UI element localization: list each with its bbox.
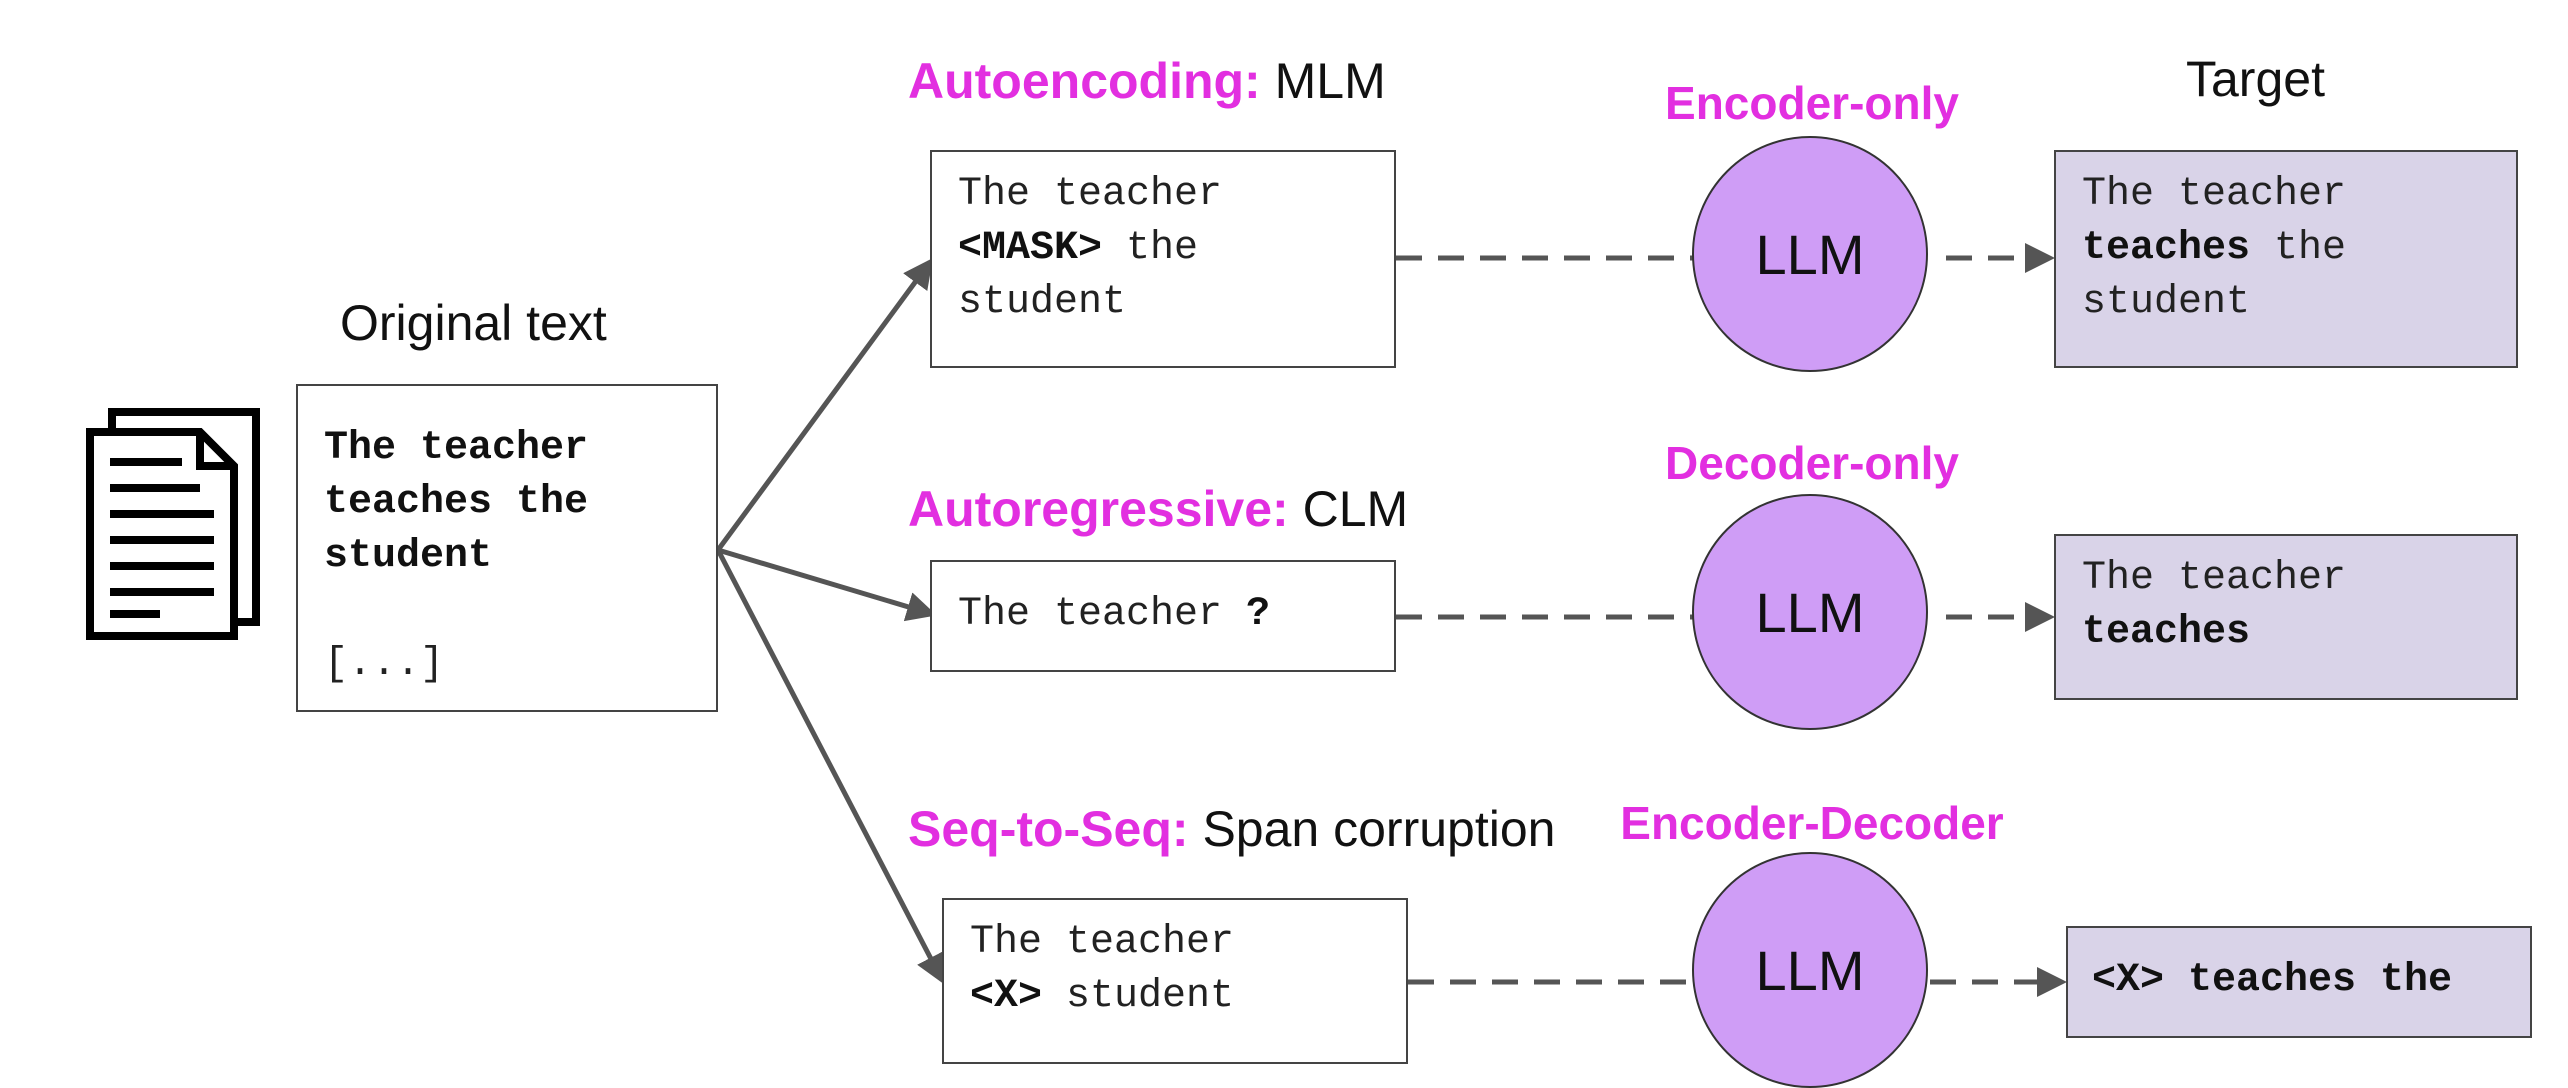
llm-node-2: LLM	[1692, 494, 1928, 730]
input-3-pre: The teacher	[970, 920, 1235, 965]
target-box-1: The teacher teaches the student	[2054, 150, 2518, 368]
task-name-2: CLM	[1302, 481, 1409, 537]
input-2-pre: The teacher	[958, 592, 1247, 637]
objective-heading-3: Seq-to-Seq: Span corruption	[908, 804, 1555, 854]
target-2-bold: teaches	[2082, 610, 2251, 655]
original-line-1: The teacher	[324, 426, 589, 471]
task-name-3: Span corruption	[1202, 801, 1556, 857]
input-1-post: the	[1102, 226, 1199, 271]
target-3-bold: <X> teaches the	[2092, 958, 2453, 1003]
arrow-to-clm	[717, 547, 937, 622]
objective-name-3: Seq-to-Seq:	[908, 801, 1189, 857]
target-2-pre: The teacher	[2082, 556, 2347, 601]
target-1-post: the	[2250, 226, 2347, 271]
llm-label-1: LLM	[1755, 222, 1865, 286]
input-1-mask-token: <MASK>	[958, 226, 1103, 271]
target-1-pre: The teacher	[2082, 172, 2347, 217]
arrow-to-span	[715, 548, 945, 985]
original-text-title: Original text	[340, 298, 607, 348]
document-stack-icon	[86, 408, 260, 640]
target-box-3: <X> teaches the	[2066, 926, 2532, 1038]
input-3-post: student	[1042, 974, 1235, 1019]
task-name-1: MLM	[1274, 53, 1386, 109]
original-ellipsis: [...]	[324, 642, 445, 687]
original-text-title-label: Original text	[340, 295, 607, 351]
llm-label-3: LLM	[1755, 938, 1865, 1002]
original-line-3: student	[324, 534, 493, 579]
objective-heading-2: Autoregressive: CLM	[908, 484, 1408, 534]
objective-name-1: Autoencoding:	[908, 53, 1261, 109]
input-box-1: The teacher <MASK> the student	[930, 150, 1396, 368]
architecture-label-3: Encoder-Decoder	[1620, 797, 2004, 849]
input-3-sentinel-token: <X>	[970, 974, 1043, 1019]
objective-heading-1: Autoencoding: MLM	[908, 56, 1386, 106]
llm-node-3: LLM	[1692, 852, 1928, 1088]
target-title-label: Target	[2186, 51, 2325, 107]
target-title: Target	[2186, 54, 2325, 104]
llm-node-1: LLM	[1692, 136, 1928, 372]
input-1-pre: The teacher	[958, 172, 1223, 217]
input-1-post2: student	[958, 280, 1127, 325]
input-2-question-token: ?	[1246, 592, 1271, 637]
llm-label-2: LLM	[1755, 580, 1865, 644]
objective-name-2: Autoregressive:	[908, 481, 1289, 537]
arrow-to-mlm	[715, 257, 933, 552]
original-text-box: The teacher teaches the student [...]	[296, 384, 718, 712]
architecture-label-2: Decoder-only	[1665, 437, 1959, 489]
input-box-2: The teacher ?	[930, 560, 1396, 672]
original-line-2: teaches the	[324, 480, 589, 525]
architecture-label-1: Encoder-only	[1665, 77, 1959, 129]
target-1-post2: student	[2082, 280, 2251, 325]
target-box-2: The teacher teaches	[2054, 534, 2518, 700]
target-1-bold: teaches	[2082, 226, 2251, 271]
input-box-3: The teacher <X> student	[942, 898, 1408, 1064]
